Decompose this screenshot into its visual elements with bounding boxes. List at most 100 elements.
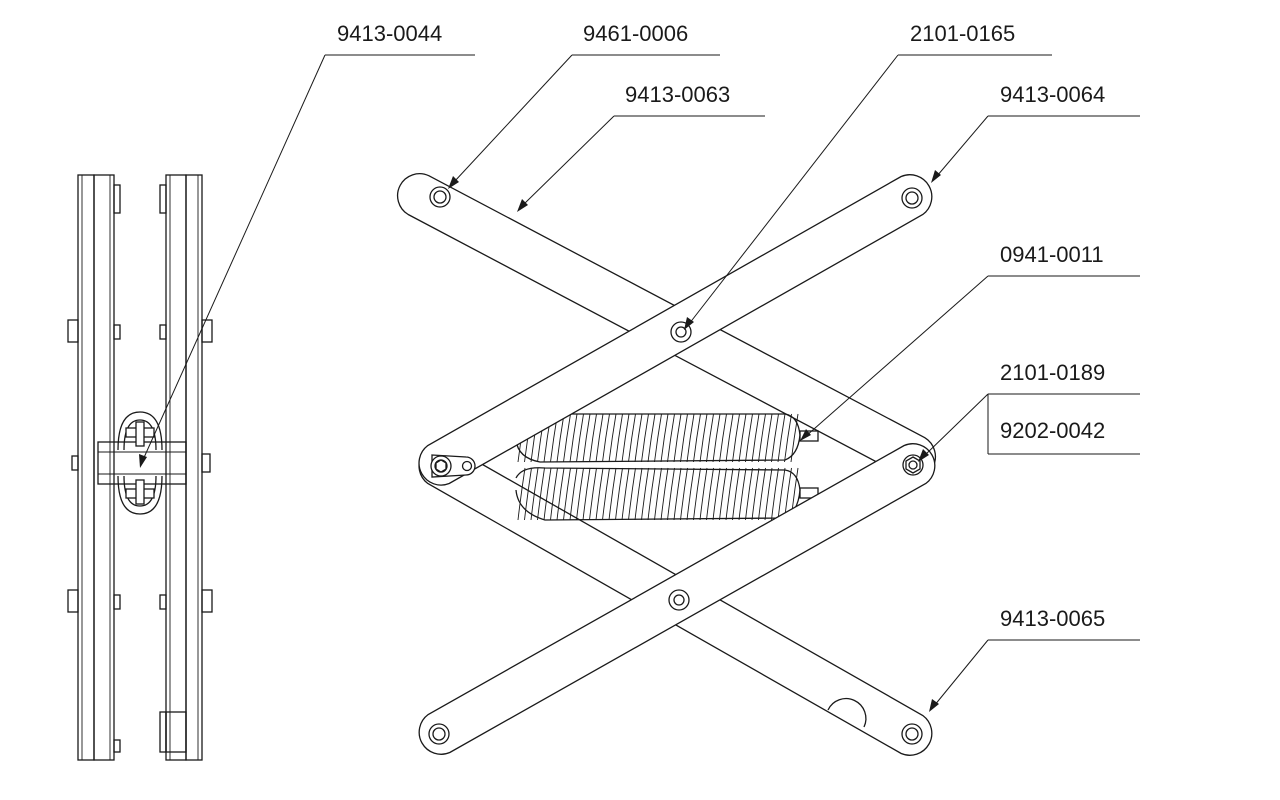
label-9461-0006: 9461-0006 [583,21,688,46]
spring-coil [719,413,727,463]
callout-9413-0063: 9413-0063 [517,82,765,212]
label-9202-0042: 9202-0042 [1000,418,1105,443]
spring-coil [615,413,623,463]
spring-coil [790,413,799,463]
spring-coil [654,413,662,463]
spring-coil [530,467,539,521]
spring-coil [634,467,643,521]
spring-coil [634,413,643,463]
label-9413-0044: 9413-0044 [337,21,442,46]
side-left-plate-inner [93,174,115,761]
extension-springs [515,413,819,521]
spring-coil [615,467,623,521]
callout-9413-0065: 9413-0065 [929,606,1140,712]
spring-coil [628,467,636,521]
label-9413-0063: 9413-0063 [625,82,730,107]
spring-coil [608,413,617,463]
spring-coil [647,413,656,463]
spring-coil [771,467,779,521]
spring-coil [680,467,688,521]
front-view [396,173,937,756]
spring-coil [751,467,760,521]
left-pivot-anchor [430,454,476,478]
spring-coil [712,467,721,521]
spring-coil [758,467,766,521]
spring-coil [725,467,734,521]
callouts: 9413-0044 9461-0006 9413-0063 2101-0165 [139,21,1140,712]
spring-coil [556,467,565,521]
spring-coil [745,467,753,521]
spring-coil [667,467,675,521]
spring-coil [641,413,649,463]
spring-coil [699,413,708,463]
spring-coil [517,467,526,521]
spring-coil [543,467,552,521]
right-pivot-nut [902,454,924,476]
spring-coil [667,413,675,463]
spring-coil [777,413,786,463]
spring-coil [777,467,786,521]
side-right-plate-outer [185,174,203,761]
spring-coil [595,413,604,463]
spring-coil [576,413,584,463]
spring-coil [719,467,727,521]
spring-coil [569,413,578,463]
spring-coil [589,413,597,463]
spring-coil [784,413,792,463]
label-0941-0011: 0941-0011 [1000,242,1104,267]
spring-coil [706,413,714,463]
spring-coil [537,467,545,521]
spring-coil [621,467,630,521]
label-2101-0189: 2101-0189 [1000,360,1105,385]
spring-coil [686,467,695,521]
spring-coil [732,467,740,521]
spring-coil [602,467,610,521]
spring-coil [758,413,766,463]
callout-9413-0064: 9413-0064 [931,82,1140,183]
spring-coil [771,413,779,463]
spring-coil [602,413,610,463]
spring-coil [764,413,773,463]
spring-coil [732,413,740,463]
spring-coil [725,413,734,463]
spring-coil [745,413,753,463]
spring-coil [738,413,747,463]
side-spring-hooks [117,411,163,515]
spring-coil [582,413,591,463]
spring-coil [563,413,571,463]
label-9413-0065: 9413-0065 [1000,606,1105,631]
spring-coil [699,467,708,521]
spring-coil [680,413,688,463]
spring-coil [647,467,656,521]
label-2101-0165: 2101-0165 [910,21,1015,46]
spring-coil [621,413,630,463]
lower-center-pivot [668,589,690,611]
spring-coil [582,467,591,521]
spring-coil [673,467,682,521]
spring-coil [524,467,532,521]
spring-coil [693,413,701,463]
spring-coil [550,467,558,521]
spring-coil [660,413,669,463]
label-9413-0064: 9413-0064 [1000,82,1105,107]
spring-coil [563,467,571,521]
callout-0941-0011: 0941-0011 [800,242,1140,441]
spring-coil [589,467,597,521]
spring-coil [764,467,773,521]
callout-2101-0165: 2101-0165 [684,21,1052,330]
callout-2101-0189-9202-0042: 2101-0189 9202-0042 [918,360,1140,462]
spring-coil [673,413,682,463]
spring-coil [608,467,617,521]
spring-coil [693,467,701,521]
spring-coil [751,413,760,463]
callout-9461-0006: 9461-0006 [448,21,720,189]
side-view [67,174,213,761]
spring-coil [660,467,669,521]
side-left-plate-outer [77,174,95,761]
spring-coil [738,467,747,521]
spring-coil [641,467,649,521]
spring-coil [569,467,578,521]
spring-coil [595,467,604,521]
spring-coil [628,413,636,463]
